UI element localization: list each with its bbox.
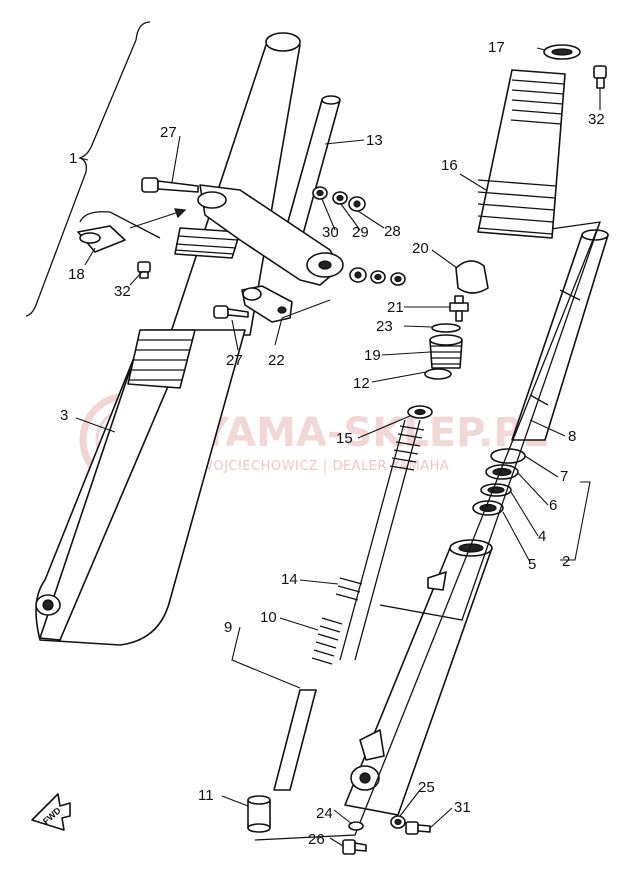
callout-26: 26 (308, 831, 325, 848)
damper-rod (273, 689, 317, 791)
callout-16: 16 (441, 157, 458, 174)
callout-32-right: 32 (588, 111, 605, 128)
spring-seat-15 (407, 405, 433, 419)
callout-8: 8 (568, 428, 576, 445)
hardware-28-29-30 (312, 186, 406, 286)
clamp-22 (241, 285, 293, 323)
callout-22-23: 23 (376, 318, 393, 335)
bolt-31 (405, 821, 431, 835)
cap-20 (455, 260, 489, 294)
callout-27-upper: 27 (160, 124, 177, 141)
callout-30: 30 (322, 224, 339, 241)
callout-7: 7 (560, 468, 568, 485)
boot-clamp-17 (543, 44, 581, 60)
left-axle-hole (42, 599, 54, 611)
steering-stem-top (321, 95, 341, 105)
callout-11: 11 (198, 787, 214, 804)
assembly-bracket-1 (25, 21, 151, 317)
callout-19: 19 (364, 347, 381, 364)
watermark-title: YAMA-SKLEP.PL (199, 410, 548, 456)
bolt-27-upper (141, 177, 199, 193)
callout-3: 3 (60, 407, 68, 424)
oil-lock-piece-11 (247, 795, 271, 833)
bolt-27-lower (213, 305, 249, 319)
right-outer-tube-bracket (359, 729, 385, 761)
callout-15: 15 (336, 430, 353, 447)
drain-washer-24 (348, 821, 364, 831)
rebound-spring-10 (311, 617, 343, 665)
callout-6: 6 (549, 497, 557, 514)
right-outer-tube-lug (427, 571, 447, 591)
callout-32-left: 32 (114, 283, 131, 300)
callout-labels: 1 2 3 4 5 6 7 8 9 10 11 12 13 14 15 16 1… (60, 39, 605, 848)
left-inner-tube-cap (265, 32, 301, 52)
bolt-32-right (593, 65, 607, 89)
fork-spring (335, 419, 425, 661)
callout-29: 29 (352, 224, 369, 241)
callout-9: 9 (224, 619, 232, 636)
callout-24: 24 (316, 805, 333, 822)
air-valve-21 (449, 295, 469, 322)
right-fork-boot-16 (477, 69, 566, 239)
o-ring-23 (431, 323, 461, 333)
right-outer-tube (344, 539, 493, 816)
callout-28: 28 (384, 223, 401, 240)
callout-17: 17 (488, 39, 505, 56)
callout-4: 4 (538, 528, 546, 545)
bolt-32-left (137, 261, 151, 279)
callout-31: 31 (454, 799, 471, 816)
callout-21: 21 (387, 299, 404, 316)
leader-lines (75, 47, 601, 847)
under-bracket-left-clamp (197, 191, 227, 209)
callout-14: 14 (281, 571, 298, 588)
forward-direction-icon: FWD (31, 793, 71, 831)
watermark-subtitle: WOJCIECHOWICZ | DEALER YAMAHA (200, 459, 449, 474)
callout-5: 5 (528, 556, 536, 573)
drain-screw-26 (342, 839, 367, 855)
callout-10: 10 (260, 609, 277, 626)
callout-25: 25 (418, 779, 435, 796)
under-bracket (199, 184, 341, 286)
right-inner-tube (511, 229, 609, 441)
damper-rod-assembly (273, 617, 343, 791)
callout-20: 20 (412, 240, 429, 257)
callout-12: 12 (353, 375, 370, 392)
o-ring-12 (424, 368, 452, 380)
callout-1: 1 (69, 150, 77, 167)
left-upper-boot (174, 227, 241, 259)
left-lower-boot (127, 329, 196, 389)
steering-stem-assembly (197, 95, 344, 286)
washer-25 (390, 815, 406, 829)
callout-22: 22 (268, 352, 285, 369)
fork-cover-18 (77, 208, 187, 253)
cap-bolt-19 (429, 334, 463, 369)
watermark: YAMA-SKLEP.PL WOJCIECHOWICZ | DEALER YAM… (79, 392, 548, 488)
callout-27-lower: 27 (226, 352, 243, 369)
damper-outline (254, 221, 601, 841)
callout-13: 13 (366, 132, 383, 149)
callout-18: 18 (68, 266, 85, 283)
oil-seal-stack (472, 448, 526, 516)
callout-2: 2 (562, 553, 570, 570)
